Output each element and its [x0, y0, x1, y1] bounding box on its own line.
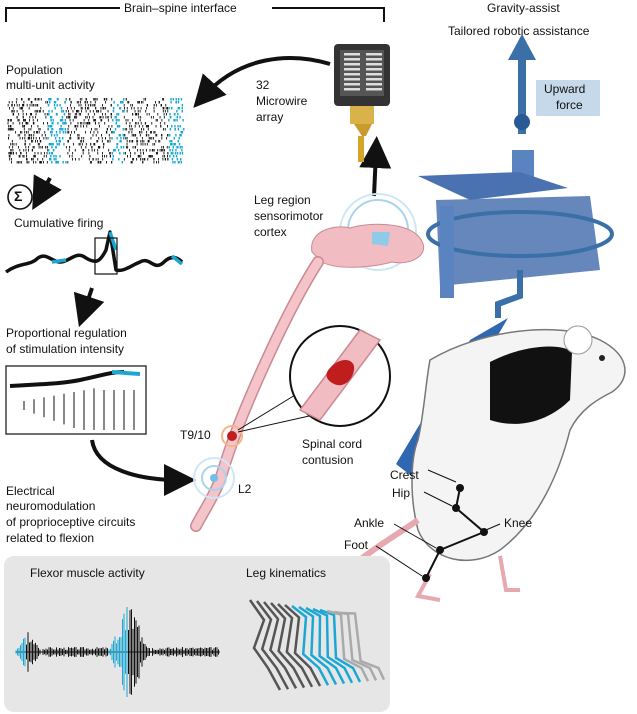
contusion-label-1: Spinal cord — [302, 437, 363, 451]
population-label-1: Population — [6, 63, 63, 77]
spinal-cord — [190, 256, 324, 532]
population-label-2: multi-unit activity — [6, 78, 95, 92]
cumulative-trace — [4, 230, 184, 275]
cortex-label-3: cortex — [254, 225, 287, 239]
bottom-panel — [4, 556, 390, 712]
arrow-cortex-to-array — [359, 136, 392, 197]
neuromod-label-4: related to flexion — [6, 531, 95, 545]
contusion-label-2: contusion — [302, 453, 354, 467]
emg-title: Flexor muscle activity — [30, 566, 145, 580]
robot-assist — [418, 34, 614, 318]
arrow-array-to-raster — [193, 56, 331, 108]
knee-label: Knee — [504, 516, 533, 530]
neuromod-label-1: Electrical — [6, 484, 55, 498]
rat-brain — [311, 193, 424, 271]
bci-bracket — [5, 7, 385, 22]
array-label-3: array — [256, 110, 284, 124]
cortex-label-1: Leg region — [254, 193, 311, 207]
emg-trace — [15, 606, 220, 698]
l2-label: L2 — [238, 482, 252, 496]
array-label-2: Microwire — [256, 94, 308, 108]
sigma-symbol: Σ — [14, 188, 23, 204]
cortex-label-2: sensorimotor — [254, 209, 324, 223]
gravity-subtitle: Tailored robotic assistance — [448, 24, 590, 38]
proportional-label-2: of stimulation intensity — [6, 342, 125, 356]
crest-label: Crest — [390, 468, 419, 482]
arrow-raster-to-sigma — [32, 174, 62, 210]
array-label-1: 32 — [256, 78, 270, 92]
sigma-circle — [7, 184, 33, 210]
stimulation-plot — [5, 365, 147, 435]
spike-raster — [6, 96, 186, 164]
cumulative-label: Cumulative firing — [14, 216, 104, 230]
gravity-title: Gravity-assist — [487, 1, 560, 15]
contusion-zoom — [237, 325, 391, 433]
bci-title: Brain–spine interface — [124, 1, 237, 15]
neuromod-label-3: of proprioceptive circuits — [6, 515, 136, 529]
leg-kinematics — [248, 599, 386, 691]
ankle-label: Ankle — [354, 516, 385, 530]
arrow-trace-to-stim — [73, 287, 105, 328]
foot-label: Foot — [344, 538, 369, 552]
t910-label: T9/10 — [180, 428, 211, 442]
microwire-array — [334, 44, 390, 162]
upward-label-1: Upward — [544, 82, 586, 96]
kin-title: Leg kinematics — [246, 566, 327, 580]
neuromod-label-2: neuromodulation — [6, 499, 96, 513]
arrow-stim-to-spine — [90, 439, 196, 496]
proportional-label-1: Proportional regulation — [6, 326, 127, 340]
upward-label-2: force — [556, 98, 583, 112]
hip-label: Hip — [392, 486, 411, 500]
